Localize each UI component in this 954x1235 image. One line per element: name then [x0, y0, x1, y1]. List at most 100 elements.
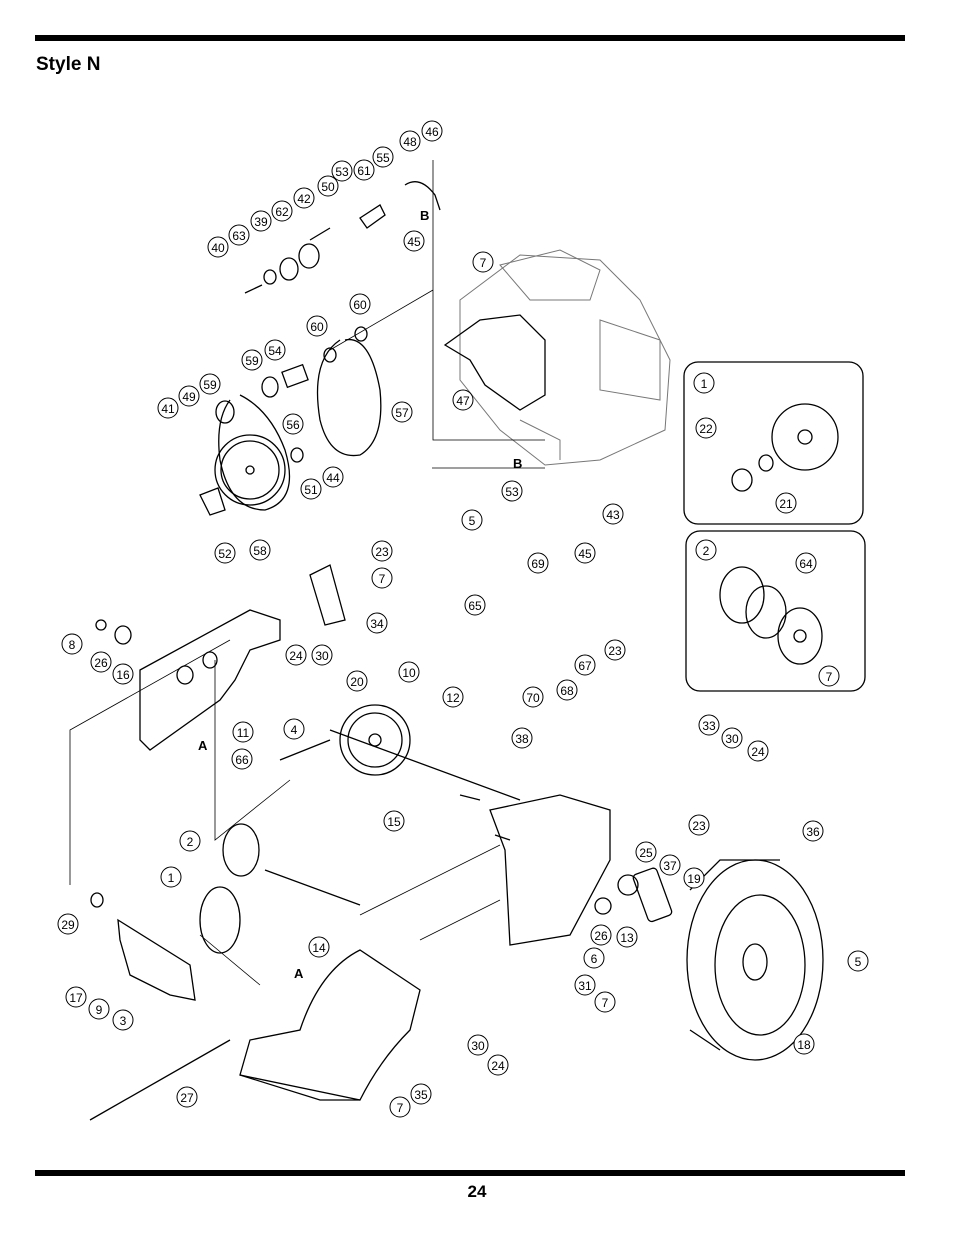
callout-label: 6	[591, 952, 598, 966]
callout-33: 33	[698, 714, 720, 736]
wheel	[594, 859, 824, 1061]
callout-34: 34	[366, 612, 388, 634]
callout-circle	[353, 159, 375, 181]
callout-label: 63	[232, 229, 246, 243]
callout-label: 44	[326, 471, 340, 485]
callout-circle	[442, 686, 464, 708]
callout-24: 24	[285, 644, 307, 666]
callout-circle	[695, 417, 717, 439]
callout-circle	[583, 947, 605, 969]
callout-31: 31	[574, 974, 596, 996]
callout-49: 49	[178, 385, 200, 407]
callout-circle	[683, 867, 705, 889]
callout-circle	[232, 721, 254, 743]
callout-circle	[399, 130, 421, 152]
callout-53: 53	[501, 480, 523, 502]
callout-label: 45	[578, 547, 592, 561]
callout-label: 47	[456, 394, 470, 408]
callout-label: 53	[335, 165, 349, 179]
callout-45: 45	[574, 542, 596, 564]
callout-circle	[389, 1096, 411, 1118]
callout-label: 18	[797, 1038, 811, 1052]
callout-circle	[511, 727, 533, 749]
inset-box-2	[685, 530, 866, 692]
callout-circle	[574, 654, 596, 676]
callout-circle	[464, 594, 486, 616]
callout-30: 30	[467, 1034, 489, 1056]
callout-label: 36	[806, 825, 820, 839]
callout-circle	[574, 542, 596, 564]
callout-64: 64	[795, 552, 817, 574]
callout-label: 2	[187, 835, 194, 849]
callout-label: 7	[397, 1101, 404, 1115]
callout-48: 48	[399, 130, 421, 152]
callout-35: 35	[410, 1083, 432, 1105]
callout-23: 23	[371, 540, 393, 562]
callout-label: 7	[480, 256, 487, 270]
callout-circle	[199, 373, 221, 395]
callout-circle	[178, 385, 200, 407]
callout-circle	[283, 718, 305, 740]
callout-10: 10	[398, 661, 420, 683]
callout-7: 7	[371, 567, 393, 589]
callout-30: 30	[311, 644, 333, 666]
callout-65: 65	[464, 594, 486, 616]
callout-label: 13	[620, 931, 634, 945]
callout-60: 60	[349, 293, 371, 315]
callout-label: 9	[96, 1003, 103, 1017]
callout-label: 43	[606, 508, 620, 522]
callout-42: 42	[293, 187, 315, 209]
callout-circle	[366, 612, 388, 634]
callout-label: 23	[692, 819, 706, 833]
callout-label: 14	[312, 941, 326, 955]
callout-14: 14	[308, 936, 330, 958]
callout-70: 70	[522, 686, 544, 708]
callout-circle	[112, 1009, 134, 1031]
callout-18: 18	[793, 1033, 815, 1055]
callout-circle	[383, 810, 405, 832]
callout-62: 62	[271, 200, 293, 222]
callout-label: 25	[639, 846, 653, 860]
callout-label: 11	[237, 726, 250, 740]
callout-label: 29	[61, 918, 75, 932]
callout-5: 5	[847, 950, 869, 972]
callout-2: 2	[179, 830, 201, 852]
callout-label: 3	[120, 1014, 127, 1028]
callout-circle	[698, 714, 720, 736]
callout-label: 21	[779, 497, 793, 511]
callout-52: 52	[214, 542, 236, 564]
callout-label: 50	[321, 180, 335, 194]
callout-1: 1	[160, 866, 182, 888]
callout-6: 6	[583, 947, 605, 969]
callout-label: 70	[526, 691, 540, 705]
callout-61: 61	[353, 159, 375, 181]
callout-67: 67	[574, 654, 596, 676]
callout-circle	[847, 950, 869, 972]
callout-41: 41	[157, 397, 179, 419]
callout-63: 63	[228, 224, 250, 246]
callout-26: 26	[90, 651, 112, 673]
callout-label: 48	[403, 135, 417, 149]
callout-circle	[214, 542, 236, 564]
callout-circle	[795, 552, 817, 574]
callout-22: 22	[695, 417, 717, 439]
callout-circle	[322, 466, 344, 488]
callout-24: 24	[487, 1054, 509, 1076]
callout-4: 4	[283, 718, 305, 740]
callout-label: 40	[211, 241, 225, 255]
callout-circle	[61, 633, 83, 655]
callout-7: 7	[472, 251, 494, 273]
callout-label: 58	[253, 544, 267, 558]
callout-15: 15	[383, 810, 405, 832]
ref-letter-b-engine: B	[513, 456, 522, 471]
callout-circle	[527, 552, 549, 574]
callout-20: 20	[346, 670, 368, 692]
callout-circle	[282, 413, 304, 435]
callout-label: 17	[69, 991, 83, 1005]
callout-44: 44	[322, 466, 344, 488]
callout-label: 4	[291, 723, 298, 737]
callout-circle	[695, 539, 717, 561]
auger-housing	[89, 918, 421, 1121]
callout-circle	[604, 639, 626, 661]
callout-label: 37	[663, 859, 677, 873]
